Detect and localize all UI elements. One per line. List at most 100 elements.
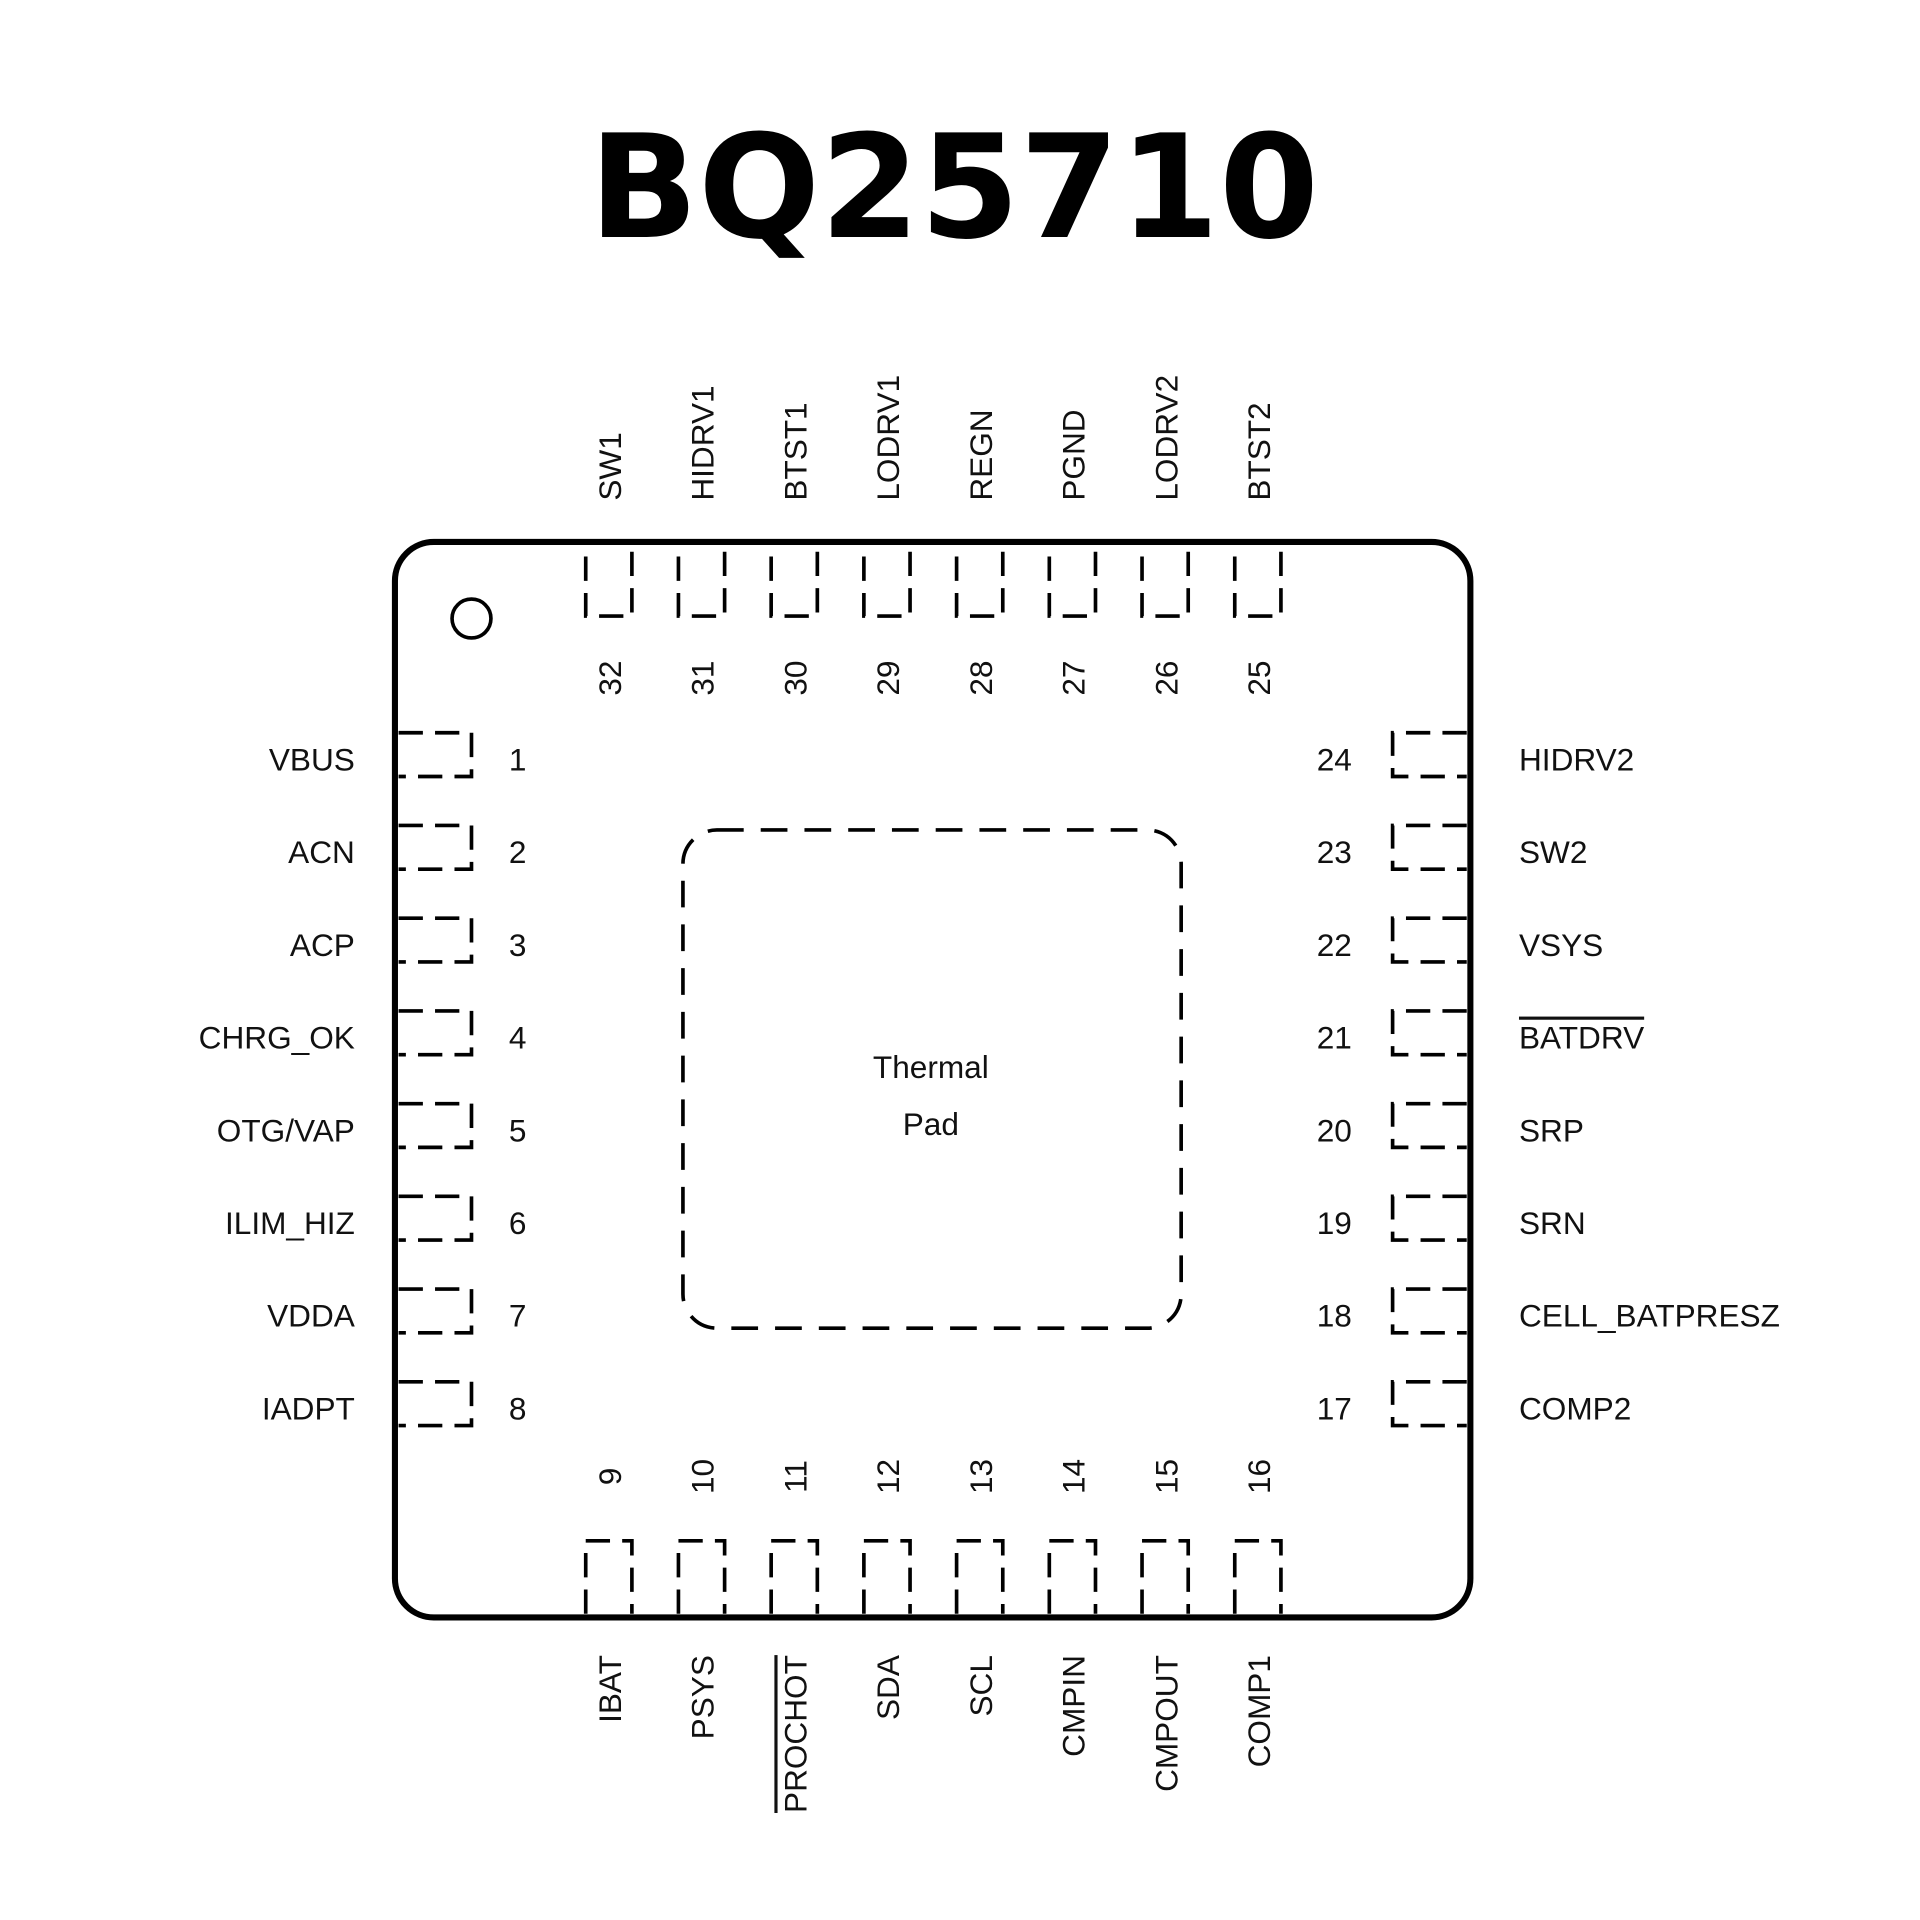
pin-pad — [1232, 1539, 1283, 1614]
pin-name-15: CMPOUT — [1148, 1655, 1184, 1792]
pin-number-9: 9 — [592, 1468, 628, 1486]
pin-name-19: SRN — [1519, 1205, 1586, 1241]
thermal-pad-outline — [681, 828, 1183, 1331]
pin-pad — [1390, 1009, 1467, 1057]
pin-pad — [676, 545, 727, 618]
chip-title: BQ25710 — [589, 104, 1319, 271]
pin-pad — [862, 545, 912, 618]
pin-pad — [398, 1009, 474, 1057]
pin-name-4: CHRG_OK — [199, 1020, 355, 1056]
pin-name-22: VSYS — [1519, 927, 1603, 963]
pin-name-10: PSYS — [685, 1655, 721, 1739]
pin-number-14: 14 — [1056, 1459, 1092, 1494]
pin-pad — [1390, 1101, 1467, 1150]
pin-name-26: LODRV2 — [1148, 375, 1184, 501]
pin-name-29: LODRV1 — [870, 375, 906, 501]
pin-name-16: COMP1 — [1241, 1655, 1277, 1767]
pin-number-30: 30 — [777, 661, 813, 696]
pin-name-2: ACN — [288, 834, 355, 870]
pin-name-1: VBUS — [269, 741, 355, 777]
pin-name-21: BATDRV — [1519, 1020, 1644, 1056]
pin-number-1: 1 — [509, 741, 527, 777]
pin-pad — [398, 1287, 474, 1335]
pin-pad — [1140, 545, 1191, 618]
pin-number-7: 7 — [509, 1298, 527, 1334]
pin-name-25: BTST2 — [1241, 402, 1277, 500]
pin-number-12: 12 — [870, 1459, 906, 1494]
pin-name-8: IADPT — [262, 1390, 355, 1426]
pin-number-28: 28 — [963, 661, 999, 696]
pin-pad — [954, 545, 1005, 618]
pin-number-8: 8 — [509, 1390, 527, 1426]
pin-name-32: SW1 — [592, 432, 628, 500]
pin-pad — [1390, 916, 1467, 964]
pin-pad — [398, 916, 474, 964]
pin-pad — [1140, 1539, 1191, 1614]
pin-number-20: 20 — [1317, 1112, 1352, 1148]
pin-number-5: 5 — [509, 1112, 527, 1148]
pin-number-19: 19 — [1317, 1205, 1352, 1241]
pin-number-10: 10 — [685, 1459, 721, 1494]
pin-name-31: HIDRV1 — [685, 385, 721, 500]
pin-pad — [1047, 1539, 1098, 1614]
pin-number-23: 23 — [1317, 834, 1352, 870]
pin-pad — [398, 730, 474, 779]
pin-pad — [954, 1539, 1005, 1614]
pin-pad — [769, 545, 820, 618]
pin-number-22: 22 — [1317, 927, 1352, 963]
pin-name-7: VDDA — [267, 1298, 355, 1334]
pin-pad — [1390, 823, 1467, 872]
pin-name-24: HIDRV2 — [1519, 741, 1634, 777]
pin-number-4: 4 — [509, 1020, 527, 1056]
pin-name-5: OTG/VAP — [217, 1112, 355, 1148]
thermal-pad-label-2: Pad — [903, 1106, 959, 1142]
pin-number-2: 2 — [509, 834, 527, 870]
pin-name-12: SDA — [870, 1655, 906, 1720]
pin1-marker-circle — [450, 597, 493, 640]
pin-name-18: CELL_BATPRESZ — [1519, 1298, 1780, 1334]
pin-number-3: 3 — [509, 927, 527, 963]
thermal-pad-label-1: Thermal — [873, 1049, 989, 1085]
pin-pad — [583, 1539, 634, 1614]
pin-pad — [1047, 545, 1098, 618]
pin-number-26: 26 — [1148, 661, 1184, 696]
pin-name-9: IBAT — [592, 1655, 628, 1723]
pin-name-14: CMPIN — [1056, 1655, 1092, 1757]
pin-number-24: 24 — [1317, 741, 1352, 777]
pin-number-16: 16 — [1241, 1459, 1277, 1494]
pin-name-3: ACP — [290, 927, 355, 963]
pin-number-11: 11 — [777, 1460, 813, 1493]
pin-pad — [862, 1539, 912, 1614]
pin-number-32: 32 — [592, 661, 628, 696]
pin-pad — [398, 1194, 474, 1242]
pin-name-20: SRP — [1519, 1112, 1584, 1148]
pin-name-6: ILIM_HIZ — [225, 1205, 355, 1241]
pin-name-27: PGND — [1056, 409, 1092, 500]
pin-pad — [583, 545, 634, 618]
pin-number-27: 27 — [1056, 661, 1092, 696]
chip-package-outline — [391, 538, 1474, 1621]
pin-name-11: PROCHOT — [777, 1655, 813, 1813]
pin-pad — [1390, 730, 1467, 779]
pin-pad — [398, 1379, 474, 1428]
pin-name-30: BTST1 — [777, 402, 813, 500]
pin-pad — [676, 1539, 727, 1614]
pin-pad — [398, 1101, 474, 1150]
pin-number-31: 31 — [685, 661, 721, 696]
pin-name-28: REGN — [963, 409, 999, 500]
pin-pad — [1390, 1379, 1467, 1428]
pin-name-23: SW2 — [1519, 834, 1587, 870]
pin-pad — [1390, 1194, 1467, 1242]
pin-number-25: 25 — [1241, 661, 1277, 696]
pin-number-29: 29 — [870, 661, 906, 696]
pin-pad — [1390, 1287, 1467, 1335]
pin-name-13: SCL — [963, 1655, 999, 1716]
pin-number-21: 21 — [1317, 1020, 1352, 1056]
pin-name-17: COMP2 — [1519, 1390, 1631, 1426]
pin-pad — [398, 823, 474, 872]
pin-number-18: 18 — [1317, 1298, 1352, 1334]
pin-pad — [769, 1539, 820, 1614]
pin-number-15: 15 — [1148, 1459, 1184, 1494]
pin-number-6: 6 — [509, 1205, 527, 1241]
